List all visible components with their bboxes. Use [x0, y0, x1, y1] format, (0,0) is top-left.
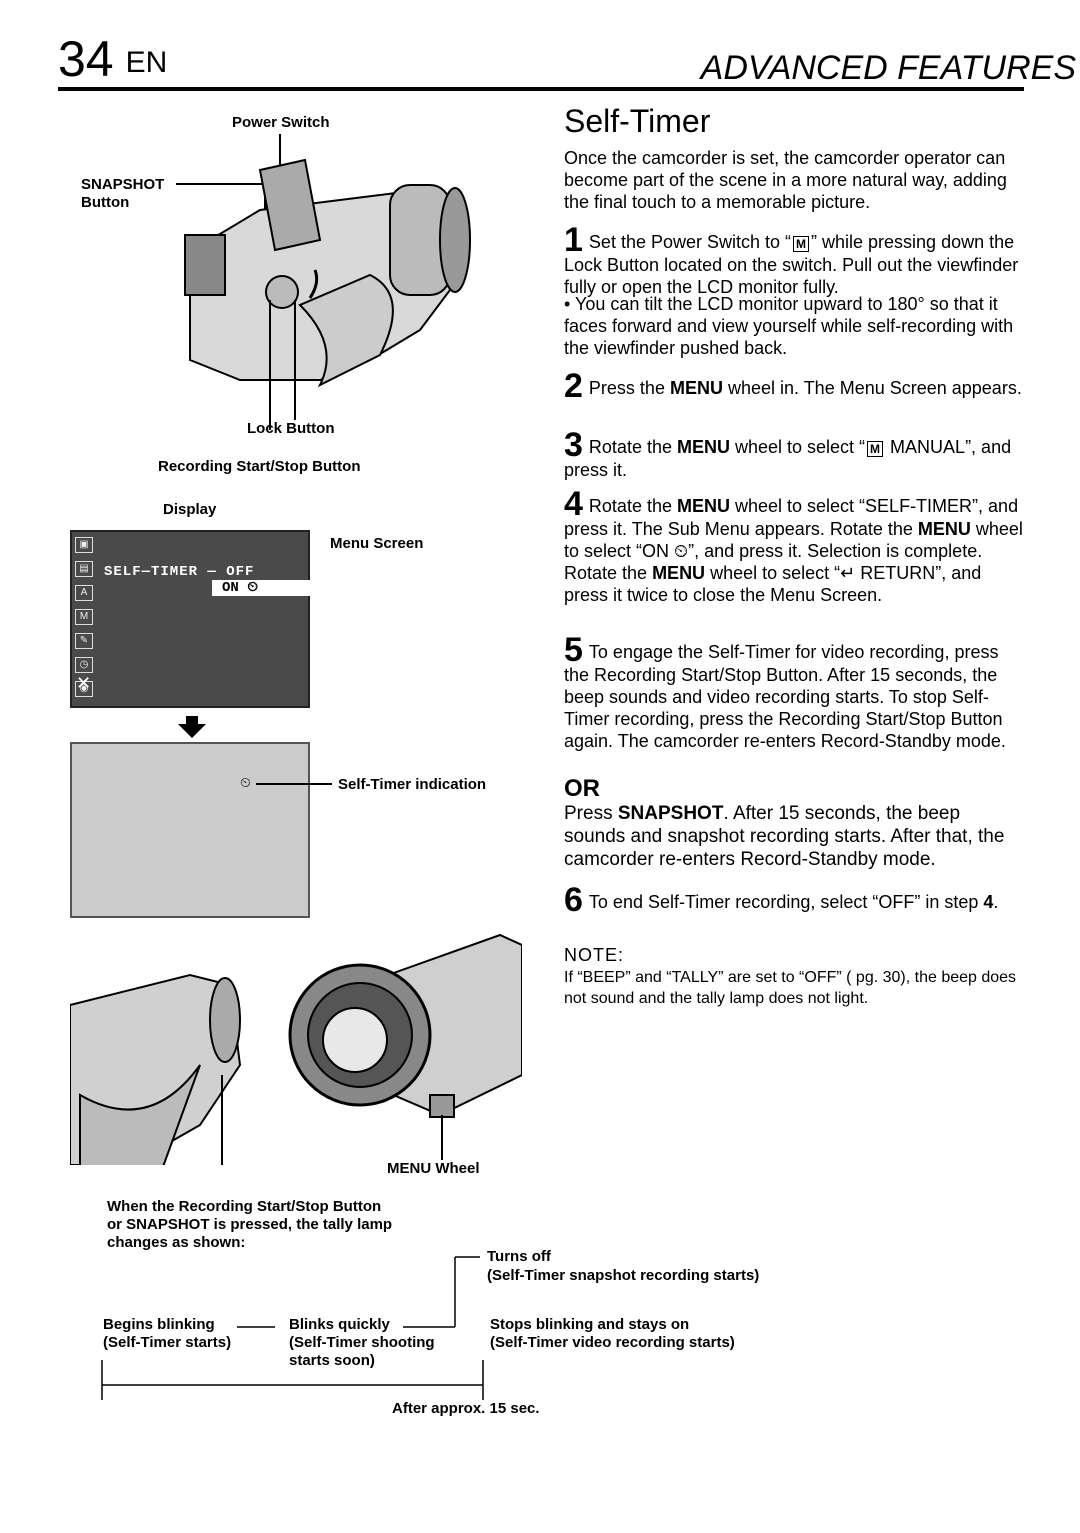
- page-title: Self-Timer: [564, 103, 711, 139]
- tally-intro: When the Recording Start/Stop Button or …: [107, 1198, 393, 1251]
- note-text: If “BEEP” and “TALLY” are set to “OFF” (…: [564, 969, 1017, 1007]
- rec-button-label: Recording Start/Stop Button: [158, 458, 361, 475]
- clock-menu-icon: ◷: [75, 657, 93, 673]
- stays-on-sub: (Self-Timer video recording starts): [490, 1334, 735, 1351]
- stays-on-label: Stops blinking and stays on: [490, 1316, 690, 1333]
- indication-leader: [256, 783, 332, 785]
- begins-blinking-label: Begins blinking: [103, 1316, 215, 1333]
- menu-screen-label: Menu Screen: [330, 535, 424, 552]
- begins-blinking-sub: (Self-Timer starts): [103, 1334, 232, 1351]
- photo-menu-icon: ◉: [75, 681, 93, 697]
- blinks-quickly-sub2: starts soon): [289, 1352, 375, 1369]
- effect-menu-icon: ✎: [75, 633, 93, 649]
- self-timer-indication-label: Self-Timer indication: [338, 776, 487, 793]
- timer-icon: ⏲: [240, 774, 251, 790]
- or-heading: OR: [564, 775, 600, 802]
- menu-line-on: ON ⏲: [212, 580, 314, 596]
- step-1-bullet: • You can tilt the LCD monitor upward to…: [564, 294, 1014, 358]
- auto-menu-icon: A: [75, 585, 93, 601]
- intro-text: Once the camcorder is set, the camcorder…: [564, 148, 1007, 212]
- section-title: ADVANCED FEATURES: [700, 49, 1076, 87]
- turns-off-sub: (Self-Timer snapshot recording starts): [487, 1267, 760, 1284]
- menu-line-self-timer: SELF—TIMER — OFF: [104, 564, 255, 580]
- tally-timeline: [101, 1256, 484, 1400]
- blinks-quickly-sub: (Self-Timer shooting: [289, 1334, 435, 1351]
- turns-off-label: Turns off: [487, 1248, 551, 1265]
- display-label: Display: [163, 501, 217, 518]
- down-arrow-stem: [186, 716, 198, 726]
- manual-icon: M: [793, 236, 810, 252]
- note-heading: NOTE:: [564, 945, 625, 965]
- manual-icon-2: M: [867, 441, 884, 457]
- video-menu-icon: ▤: [75, 561, 93, 577]
- menu-icon-column: ▣ ▤ A M ✎ ◷ ◉: [73, 533, 95, 703]
- camcorder-bottom-illustration: [70, 933, 522, 1165]
- menu-wheel-label: MENU Wheel: [387, 1160, 480, 1177]
- after-label: After approx. 15 sec.: [392, 1400, 540, 1417]
- lock-button-label: Lock Button: [247, 420, 335, 437]
- snapshot-label-2: Button: [81, 194, 130, 211]
- menu-screen: [70, 530, 310, 708]
- blinks-quickly-label: Blinks quickly: [289, 1316, 390, 1333]
- down-arrow-icon: [178, 724, 206, 738]
- power-switch-label: Power Switch: [232, 114, 330, 131]
- header-rule: [58, 87, 1024, 91]
- close-menu-icon: ✕: [76, 673, 92, 693]
- camera-menu-icon: ▣: [75, 537, 93, 553]
- manual-menu-icon: M: [75, 609, 93, 625]
- or-text: Press SNAPSHOT. After 15 seconds, the be…: [564, 803, 1005, 870]
- viewfinder-screen: [70, 742, 310, 918]
- snapshot-label: SNAPSHOT: [81, 176, 165, 193]
- camcorder-top-illustration: [176, 134, 471, 430]
